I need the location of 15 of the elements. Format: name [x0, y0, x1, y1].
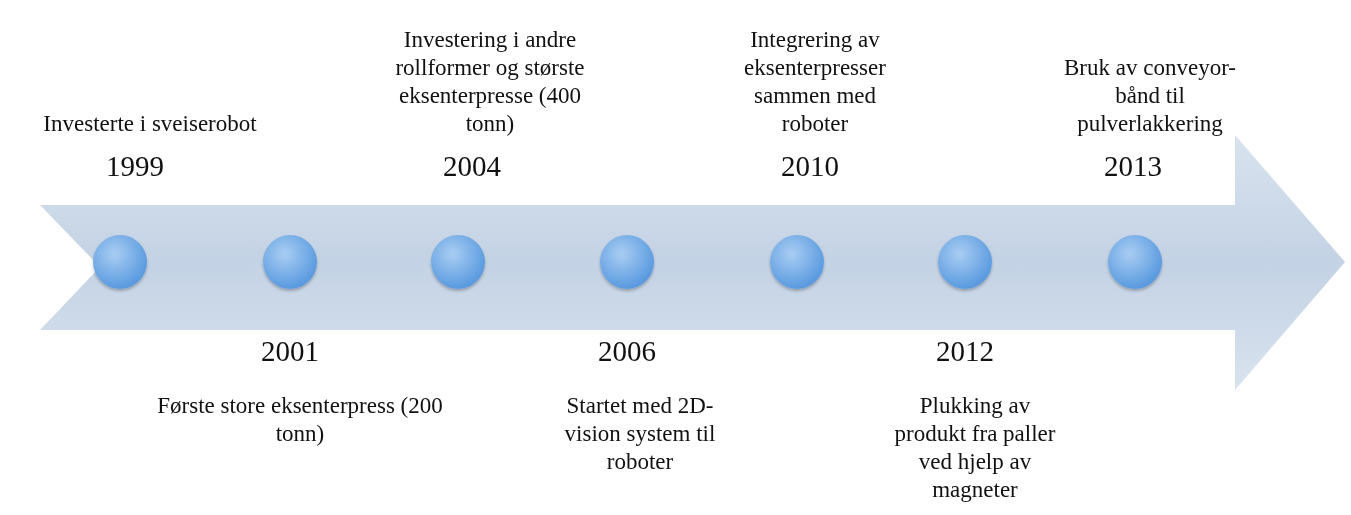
year-label: 2001: [260, 335, 320, 368]
year-label: 2013: [1103, 150, 1163, 183]
timeline-arrow: [40, 135, 1345, 390]
event-description: Investerte i sveiserobot: [42, 110, 258, 138]
event-description: Startet med 2D-vision system til roboter: [563, 392, 717, 476]
event-description: Første store eksenterpress (200 tonn): [156, 392, 444, 448]
event-description: Investering i andre rollformer og største eksenterpresse (400 tonn): [394, 26, 586, 138]
year-label: 2010: [780, 150, 840, 183]
year-label: 2006: [597, 335, 657, 368]
year-label: 2004: [442, 150, 502, 183]
event-description: Plukking av produkt fra paller ved hjelp av magneter: [893, 392, 1057, 504]
event-description: Bruk av conveyor-bånd til pulverlakkering: [1063, 54, 1237, 138]
year-label: 1999: [105, 150, 165, 183]
year-label: 2012: [935, 335, 995, 368]
event-description: Integrering av eksenterpresser sammen med roboter: [743, 26, 887, 138]
